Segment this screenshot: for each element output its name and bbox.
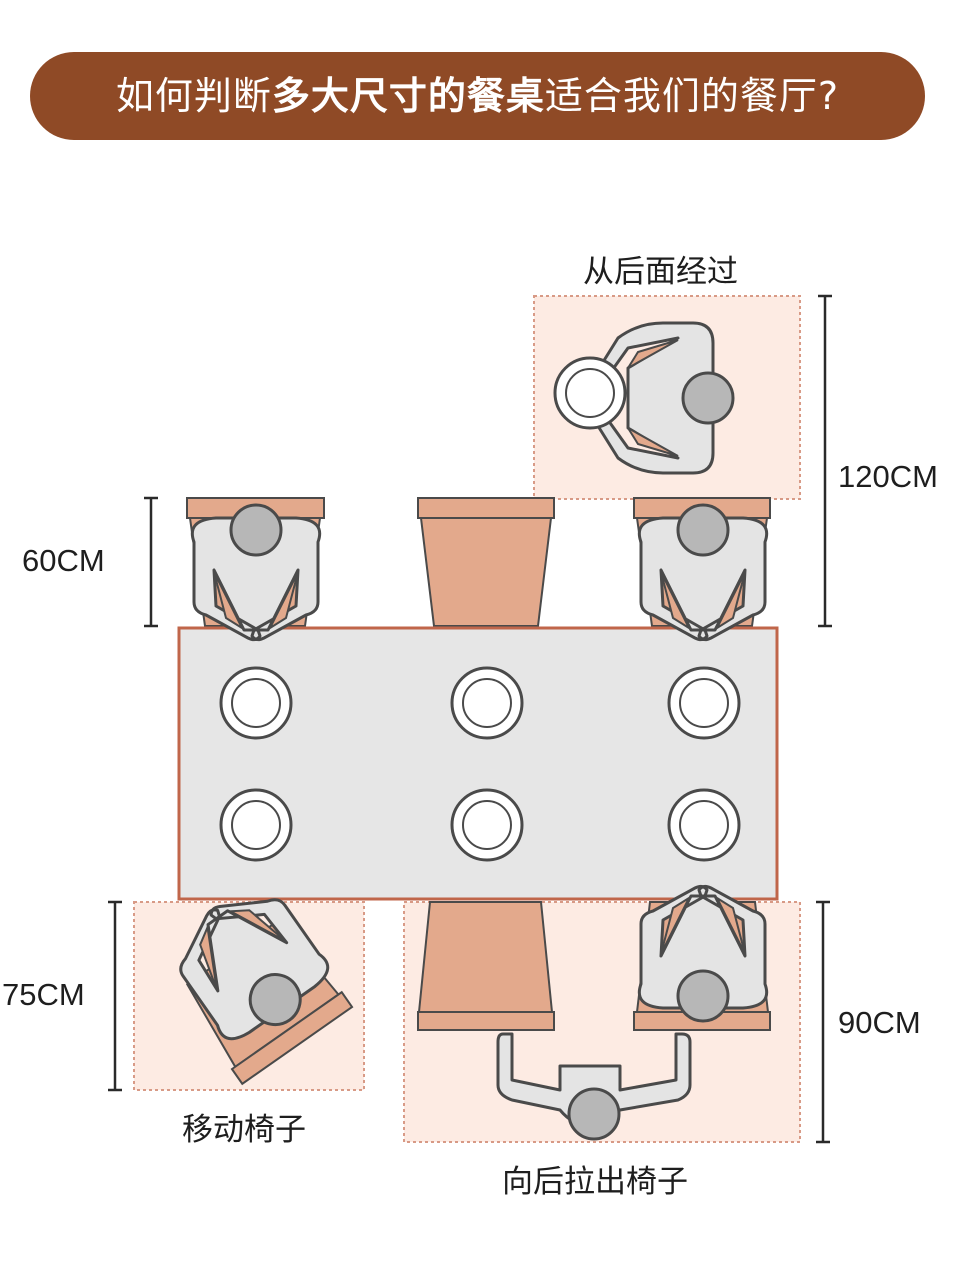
label-move-chair: 移动椅子 bbox=[182, 1112, 306, 1148]
dimension-line-60cm bbox=[144, 496, 158, 628]
plate-bottom-middle bbox=[450, 788, 524, 862]
label-pull-out-chair: 向后拉出椅子 bbox=[502, 1164, 688, 1200]
chair-bottom-middle bbox=[417, 901, 555, 1031]
person-seated-bottom-right bbox=[637, 884, 769, 1023]
plate-top-right bbox=[667, 666, 741, 740]
person-seated-top-left bbox=[190, 503, 322, 642]
person-pulled-out bbox=[496, 1032, 692, 1141]
label-pass-behind: 从后面经过 bbox=[583, 254, 738, 290]
title-part-1: 如何判断 bbox=[115, 74, 272, 118]
plate-top-middle bbox=[450, 666, 524, 740]
dimension-label-60cm: 60CM bbox=[22, 543, 105, 578]
plate-bottom-left bbox=[219, 788, 293, 862]
dimension-line-120cm bbox=[818, 294, 832, 628]
person-seated-top-right bbox=[637, 503, 769, 642]
chair-top-middle bbox=[417, 497, 555, 627]
dimension-label-75cm: 75CM bbox=[2, 977, 85, 1012]
plate-top-left bbox=[219, 666, 293, 740]
dimension-line-90cm bbox=[816, 900, 830, 1144]
dimension-label-90cm: 90CM bbox=[838, 1005, 921, 1040]
plate-bottom-right bbox=[667, 788, 741, 862]
title-part-3: 适合我们的餐厅? bbox=[544, 74, 840, 118]
title-part-2: 多大尺寸的餐桌 bbox=[271, 74, 545, 118]
dimension-line-75cm bbox=[108, 900, 122, 1092]
dimension-label-120cm: 120CM bbox=[838, 459, 938, 494]
carried-plate bbox=[553, 356, 627, 430]
title-banner: 如何判断多大尺寸的餐桌适合我们的餐厅? bbox=[30, 52, 925, 140]
